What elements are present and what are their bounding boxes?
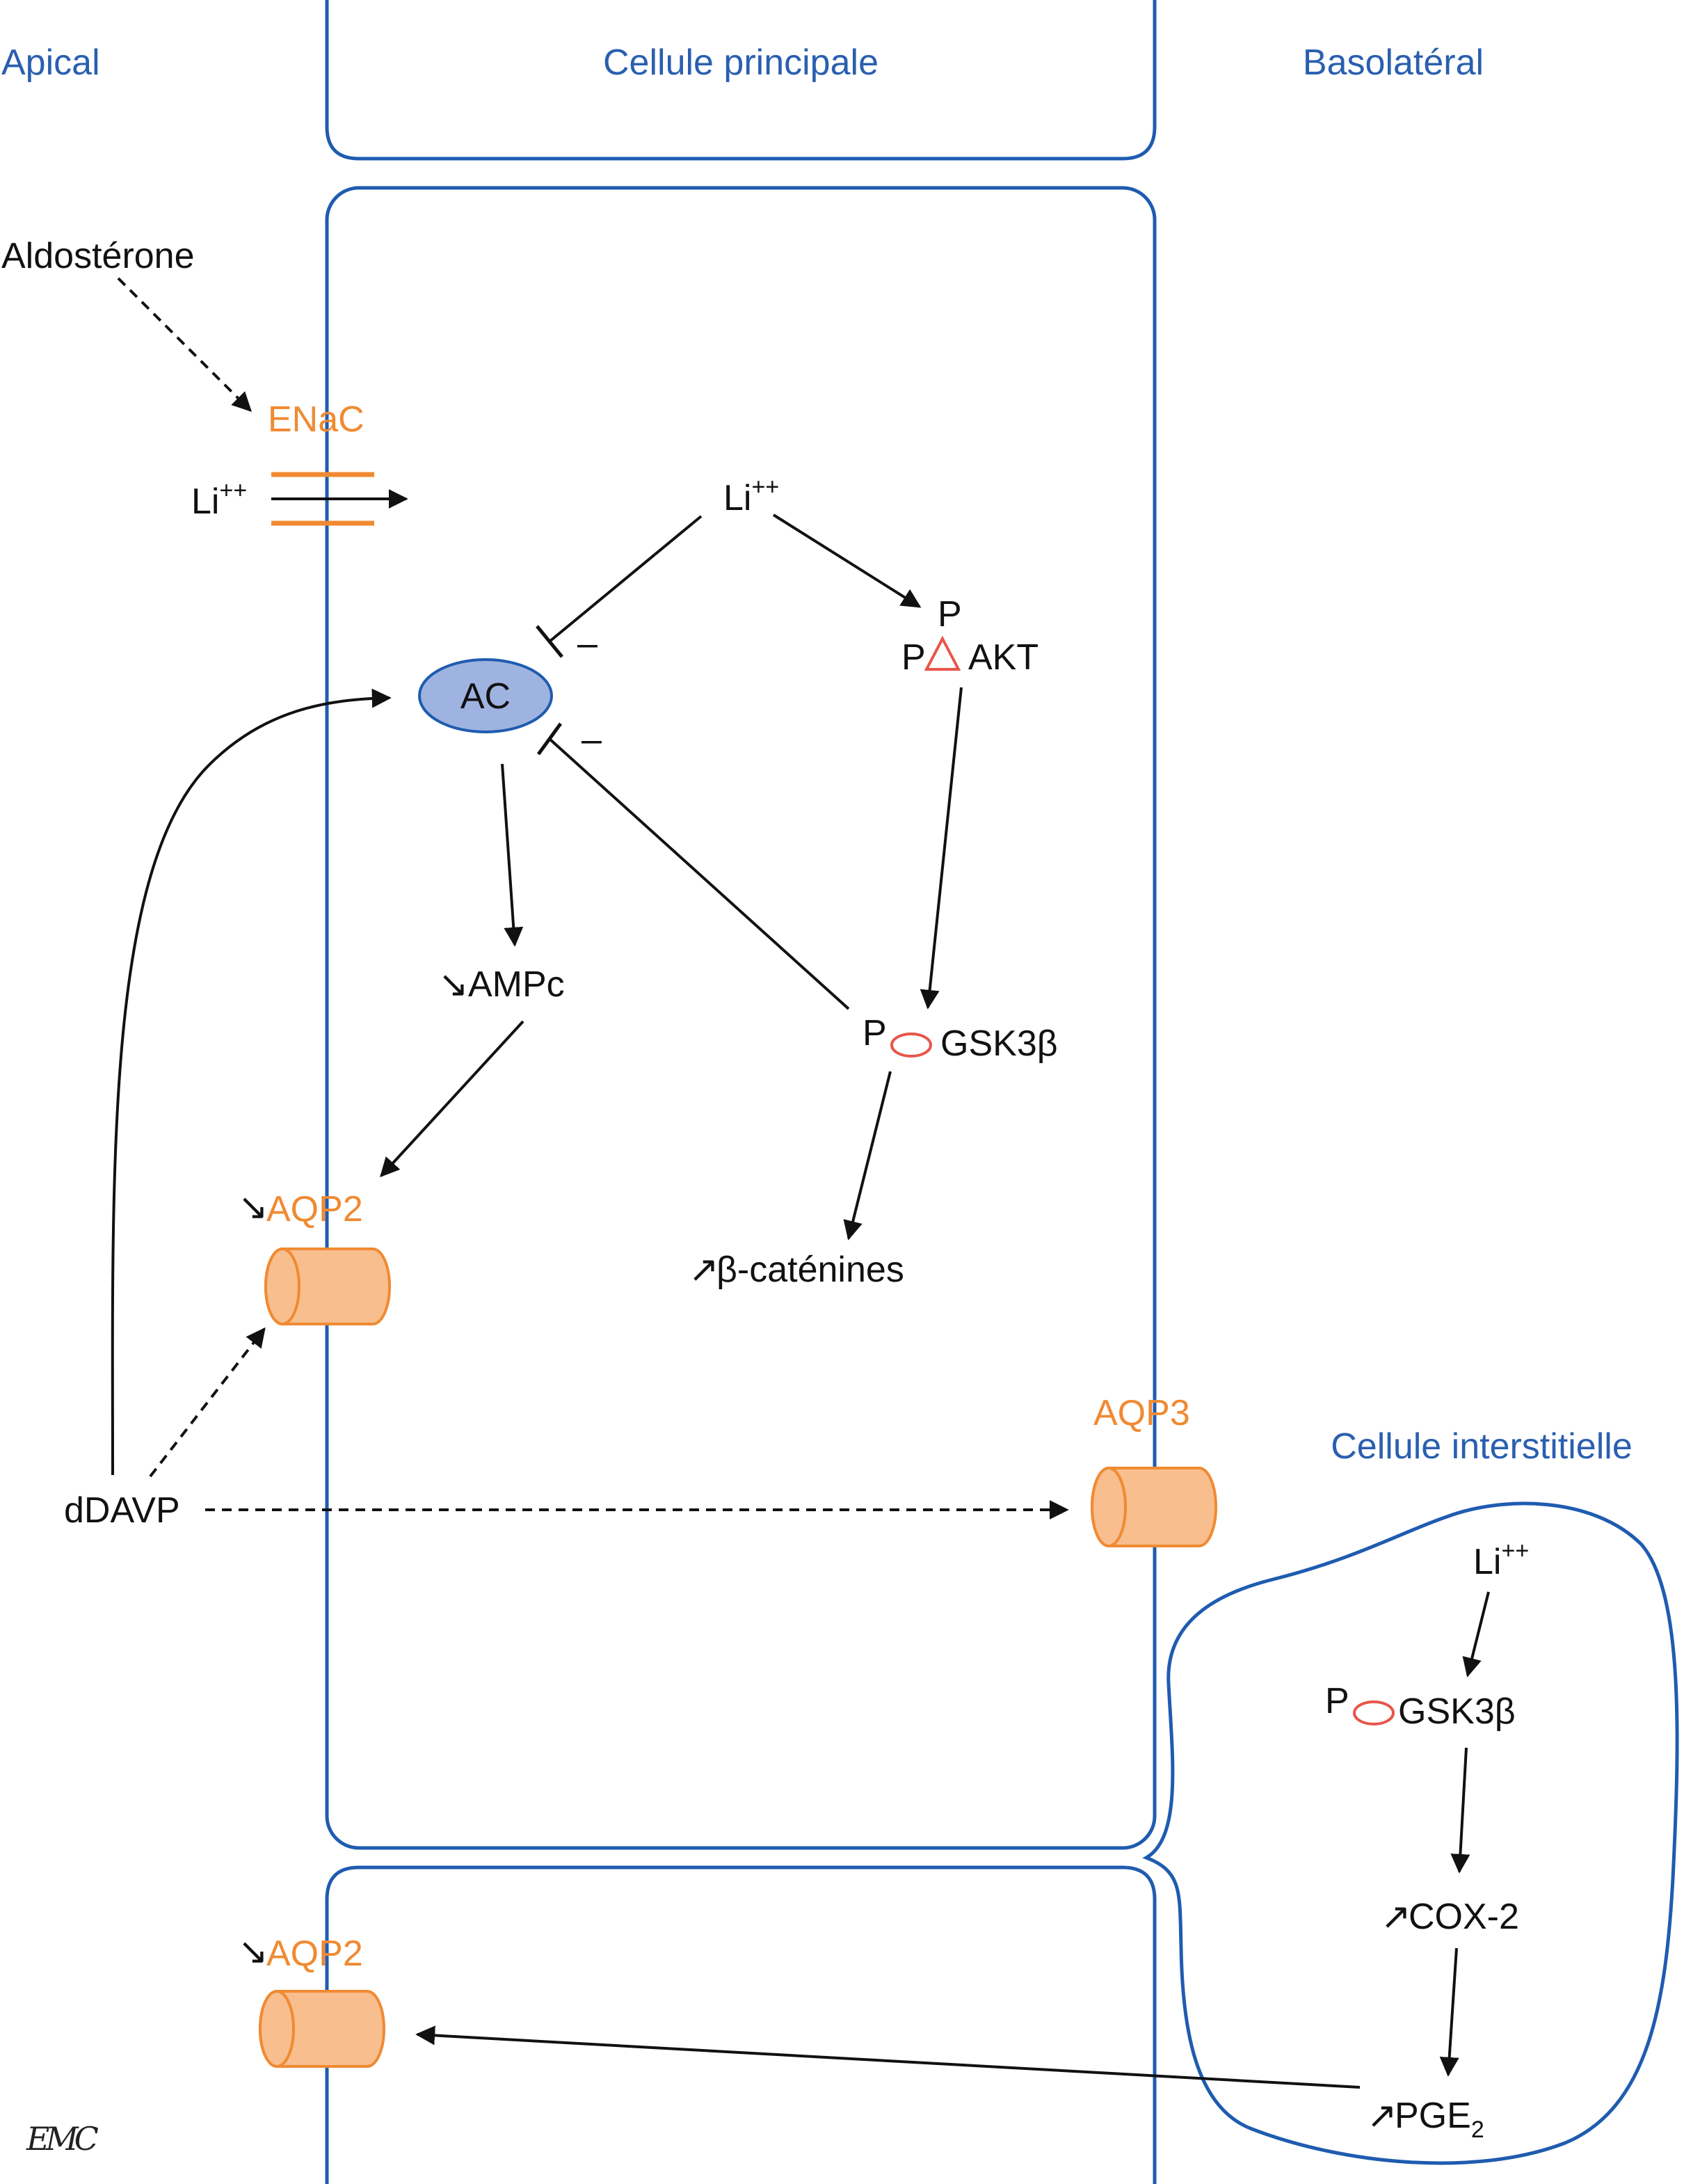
pge2-to-aqp2-arrow <box>415 2025 1361 2089</box>
ampc-down-arrow: ↘ <box>438 964 469 1005</box>
top-cell-membrane <box>325 0 1157 161</box>
aqp2-label: AQP2 <box>266 1189 363 1229</box>
emc-logo: EMC <box>26 2120 99 2158</box>
akt-to-gsk-arrow <box>920 687 963 1010</box>
interstitial-cell-membrane <box>1142 1501 1679 2165</box>
interstitial-li-to-gsk-arrow <box>1462 1591 1490 1677</box>
ac-label: AC <box>460 676 511 717</box>
pge2-up-arrow: ↗ <box>1367 2096 1397 2136</box>
aqp3-channel-face <box>1091 1467 1127 1547</box>
cox2-label: COX-2 <box>1409 1897 1519 1937</box>
enac-label: ENaC <box>268 399 364 440</box>
apical-li-label: Li++ <box>191 477 247 522</box>
li-to-akt-arrow <box>772 513 922 608</box>
ddavp-to-ac-arrow <box>111 688 392 1476</box>
gsk-to-cox2-arrow <box>1450 1747 1470 1874</box>
gsk-to-catenin-arrow <box>843 1071 892 1241</box>
ampc-label: AMPc <box>468 964 565 1005</box>
aqp2-channel-face <box>264 1248 300 1325</box>
li-inhibits-ac-line <box>548 515 703 643</box>
pge2-label: PGE2 <box>1395 2096 1484 2143</box>
interstitial-gsk-label: GSK3β <box>1398 1691 1516 1732</box>
aldosterone-to-enac-arrow <box>117 277 252 412</box>
principal-cell-membrane <box>325 186 1157 1850</box>
akt-label: AKT <box>968 637 1039 678</box>
akt-p-left: P <box>901 637 926 678</box>
basolateral-label: Basolatéral <box>1303 42 1484 83</box>
aqp2-down-arrow: ↘ <box>238 1187 268 1227</box>
ac-enzyme <box>418 658 553 733</box>
interstitial-li-label: Li++ <box>1473 1538 1529 1582</box>
li-inhibits-ac-bar <box>536 625 563 658</box>
cox2-up-arrow: ↗ <box>1381 1897 1411 1937</box>
interstitial-gsk-phospho-icon <box>1353 1700 1395 1725</box>
gsk-label: GSK3β <box>940 1023 1058 1064</box>
minus-sign-2: – <box>582 719 602 760</box>
akt-p-top: P <box>938 594 962 635</box>
apical-label: Apical <box>1 42 100 83</box>
gsk-inhibits-ac-bar <box>536 722 563 756</box>
catenin-label: β-caténines <box>716 1250 904 1290</box>
aldosterone-label: Aldostérone <box>1 236 195 276</box>
ddavp-to-aqp2-arrow <box>149 1327 266 1478</box>
interstitial-gsk-p-label: P <box>1325 1681 1349 1721</box>
lower-aqp2-down-arrow: ↘ <box>238 1931 268 1972</box>
principal-li-label: Li++ <box>723 474 779 518</box>
gsk-p-label: P <box>863 1013 887 1053</box>
ac-to-ampc-arrow <box>501 763 524 947</box>
gsk-phospho-icon <box>890 1033 932 1058</box>
ampc-to-aqp2-arrow <box>380 1020 524 1178</box>
minus-sign-1: – <box>577 623 598 664</box>
interstitial-cell-label: Cellule interstitielle <box>1331 1426 1633 1467</box>
principal-cell-label: Cellule principale <box>603 42 879 83</box>
gsk-inhibits-ac-line <box>548 738 850 1010</box>
catenin-up-arrow: ↗ <box>689 1250 719 1290</box>
aqp3-label: AQP3 <box>1093 1393 1190 1433</box>
lower-aqp2-label: AQP2 <box>266 1934 363 1974</box>
lower-cell-membrane <box>325 1865 1157 2184</box>
lower-aqp2-channel-face <box>259 1990 295 2068</box>
ddavp-label: dDAVP <box>64 1490 180 1531</box>
cox2-to-pge2-arrow <box>1439 1947 1459 2077</box>
akt-phospho-triangle-icon <box>924 635 961 671</box>
